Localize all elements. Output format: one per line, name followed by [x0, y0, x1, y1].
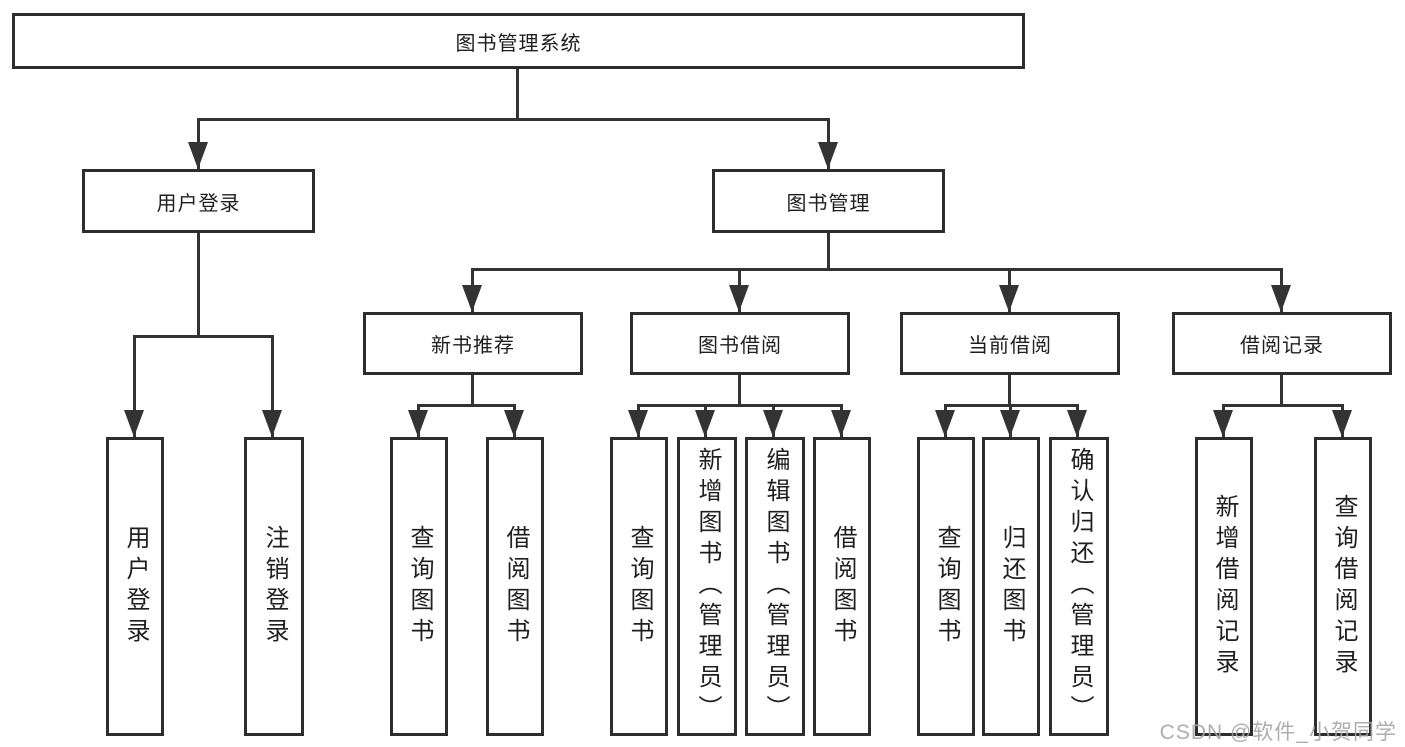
connector-line — [637, 404, 843, 407]
arrowhead-down-icon — [188, 142, 208, 169]
node-user-login-label: 用户登录 — [156, 192, 241, 215]
arrowhead-down-icon — [729, 285, 749, 312]
leaf-edit-book-admin: 编辑图书（管理员） — [745, 437, 805, 736]
leaf-user-login: 用户登录 — [106, 437, 164, 736]
node-new-book-recommend: 新书推荐 — [363, 312, 583, 375]
leaf-query-books-recommend-label: 查询图书 — [406, 524, 433, 649]
connector-line — [1280, 375, 1283, 407]
node-library-system-label: 图书管理系统 — [455, 32, 582, 55]
arrowhead-down-icon — [408, 410, 428, 437]
arrowhead-down-icon — [999, 285, 1019, 312]
arrowhead-down-icon — [628, 410, 648, 437]
node-book-borrowing-label: 图书借阅 — [698, 335, 782, 357]
arrowhead-down-icon — [818, 142, 838, 169]
leaf-edit-book-admin-label: 编辑图书（管理员） — [762, 447, 789, 726]
arrowhead-down-icon — [1271, 285, 1291, 312]
leaf-query-books-current: 查询图书 — [917, 437, 975, 736]
arrowhead-down-icon — [462, 285, 482, 312]
arrowhead-down-icon — [695, 410, 715, 437]
node-book-management: 图书管理 — [712, 169, 945, 233]
node-borrowing-records-label: 借阅记录 — [1240, 335, 1324, 357]
leaf-borrow-books-recommend-label: 借阅图书 — [502, 524, 529, 649]
node-borrowing-records: 借阅记录 — [1172, 312, 1392, 375]
leaf-borrow-books-label: 借阅图书 — [829, 524, 856, 649]
node-library-system: 图书管理系统 — [12, 13, 1025, 69]
leaf-borrow-books: 借阅图书 — [813, 437, 871, 736]
leaf-return-book-label: 归还图书 — [998, 524, 1025, 649]
connector-line — [417, 404, 516, 407]
connector-line — [1222, 404, 1344, 407]
arrowhead-down-icon — [1332, 410, 1352, 437]
arrowhead-down-icon — [1067, 410, 1087, 437]
connector-line — [133, 335, 136, 437]
leaf-query-books-current-label: 查询图书 — [933, 524, 960, 649]
node-user-login: 用户登录 — [82, 169, 315, 233]
leaf-return-book: 归还图书 — [982, 437, 1040, 736]
node-current-borrowing: 当前借阅 — [900, 312, 1120, 375]
leaf-confirm-return-admin-label: 确认归还（管理员） — [1066, 447, 1093, 726]
arrowhead-down-icon — [831, 410, 851, 437]
leaf-borrow-books-recommend: 借阅图书 — [486, 437, 544, 736]
connector-line — [516, 69, 519, 121]
node-new-book-recommend-label: 新书推荐 — [431, 335, 515, 357]
node-book-management-label: 图书管理 — [786, 192, 871, 215]
arrowhead-down-icon — [935, 410, 955, 437]
arrowhead-down-icon — [124, 410, 144, 437]
node-current-borrowing-label: 当前借阅 — [968, 335, 1052, 357]
connector-line — [271, 335, 274, 437]
leaf-query-books-borrow: 查询图书 — [610, 437, 668, 736]
arrowhead-down-icon — [763, 410, 783, 437]
leaf-add-book-admin: 新增图书（管理员） — [677, 437, 737, 736]
leaf-query-books-borrow-label: 查询图书 — [626, 524, 653, 649]
leaf-add-borrow-record: 新增借阅记录 — [1195, 437, 1253, 736]
leaf-confirm-return-admin: 确认归还（管理员） — [1049, 437, 1109, 736]
leaf-query-books-recommend: 查询图书 — [390, 437, 448, 736]
leaf-logout-label: 注销登录 — [261, 524, 288, 649]
connector-line — [827, 233, 830, 271]
leaf-add-book-admin-label: 新增图书（管理员） — [694, 447, 721, 726]
arrowhead-down-icon — [1213, 410, 1233, 437]
node-book-borrowing: 图书借阅 — [630, 312, 850, 375]
connector-line — [133, 335, 274, 338]
leaf-user-login-label: 用户登录 — [122, 524, 149, 649]
leaf-query-borrow-record-label: 查询借阅记录 — [1330, 493, 1357, 680]
leaf-add-borrow-record-label: 新增借阅记录 — [1211, 493, 1238, 680]
leaf-logout: 注销登录 — [244, 437, 304, 736]
connector-line — [471, 268, 1283, 271]
arrowhead-down-icon — [262, 410, 282, 437]
arrowhead-down-icon — [504, 410, 524, 437]
leaf-query-borrow-record: 查询借阅记录 — [1314, 437, 1372, 736]
connector-line — [197, 233, 200, 336]
connector-line — [197, 118, 830, 121]
connector-line — [738, 375, 741, 407]
arrowhead-down-icon — [1000, 410, 1020, 437]
connector-line — [471, 375, 474, 407]
connector-line — [1008, 375, 1011, 407]
csdn-watermark: CSDN @软件_小贺同学 — [1159, 721, 1397, 744]
